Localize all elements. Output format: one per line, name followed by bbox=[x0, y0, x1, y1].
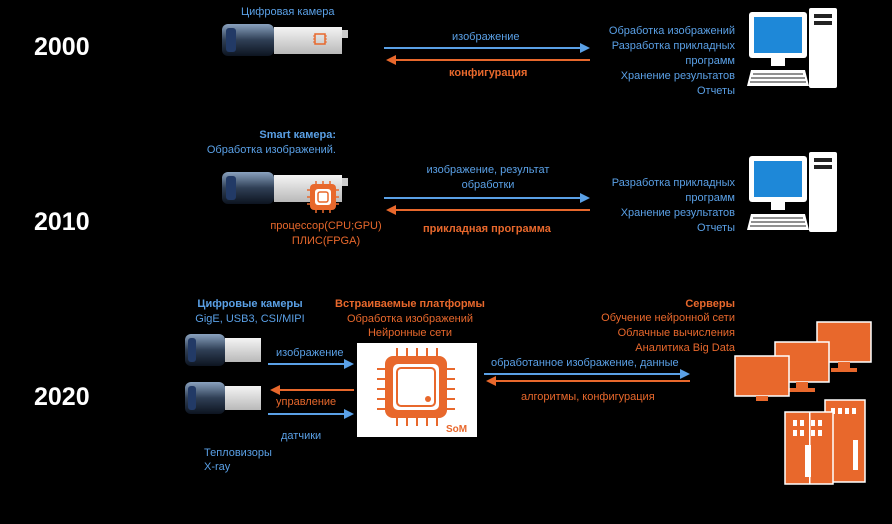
arrow-label-image-2020: изображение bbox=[276, 347, 344, 359]
server-task-line: Облачные вычисления bbox=[617, 327, 735, 339]
arrow-label-control-2020: управление bbox=[276, 396, 337, 408]
chip-line-fpga: ПЛИС(FPGA) bbox=[291, 235, 361, 247]
arrow-label-processed: обработанное изображение, данные bbox=[491, 357, 679, 369]
arrow-label-config-2000: конфигурация bbox=[449, 67, 528, 79]
smart-camera-title: Smart камера: bbox=[259, 129, 336, 141]
cameras-title-2020: Цифровые камеры bbox=[197, 298, 303, 310]
platform-line-image: Обработка изображений bbox=[346, 313, 474, 325]
thermal-label: Тепловизоры bbox=[204, 447, 272, 459]
pc-task-line: Разработка прикладных bbox=[611, 177, 735, 189]
arrow-label-line: изображение, результат bbox=[426, 164, 550, 176]
cameras-sub-2020: GigE, USB3, CSI/MIPI bbox=[195, 313, 305, 325]
arrow-label-app-2010: прикладная программа bbox=[423, 223, 551, 235]
arrows-cam-to-som bbox=[268, 359, 354, 419]
camera-icon-2020-a bbox=[185, 334, 261, 366]
computer-icon-2010 bbox=[747, 152, 837, 232]
chip-label-2010: процессор(CPU;GPU) ПЛИС(FPGA) bbox=[262, 219, 390, 249]
monitors-icon bbox=[734, 321, 872, 401]
pc-tasks-2010: Разработка прикладных программ Хранение … bbox=[612, 176, 735, 236]
server-task-line: Обучение нейронной сети bbox=[601, 312, 735, 324]
pc-task-line: Отчеты bbox=[696, 222, 735, 234]
camera-icon-2020-b bbox=[185, 382, 261, 414]
pc-task-line: Обработка изображений bbox=[608, 25, 735, 37]
servers-title: Серверы bbox=[685, 298, 735, 310]
arrow-label-result-2010: изображение, результат обработки bbox=[400, 163, 576, 193]
arrow-label-algorithms: алгоритмы, конфигурация bbox=[521, 391, 655, 403]
camera-label-2000: Цифровая камера bbox=[241, 6, 335, 18]
servers-tasks: Обучение нейронной сети Облачные вычисле… bbox=[601, 311, 735, 356]
pc-task-line: Хранение результатов bbox=[620, 207, 735, 219]
pc-task-line: программ bbox=[685, 55, 735, 67]
server-task-line: Аналитика Big Data bbox=[635, 342, 735, 354]
computer-icon-2000 bbox=[747, 8, 837, 88]
som-chip-icon bbox=[357, 343, 477, 437]
xray-label: X-ray bbox=[204, 461, 231, 473]
pc-task-line: Разработка прикладных bbox=[611, 40, 735, 52]
arrow-label-image-2000: изображение bbox=[452, 31, 520, 43]
server-racks-icon bbox=[784, 399, 866, 485]
year-2000: 2000 bbox=[34, 33, 90, 61]
pc-task-line: Хранение результатов bbox=[620, 70, 735, 82]
arrows-som-to-server bbox=[484, 369, 690, 386]
arrows-2010 bbox=[384, 193, 590, 215]
pc-task-line: Отчеты bbox=[696, 85, 735, 97]
som-label: SoM bbox=[446, 424, 468, 435]
chip-line-cpu: процессор(CPU;GPU) bbox=[270, 220, 382, 232]
year-2020: 2020 bbox=[34, 383, 90, 411]
platform-line-nn: Нейронные сети bbox=[367, 327, 453, 339]
smart-camera-icon bbox=[222, 172, 348, 213]
sensors-label: датчики bbox=[281, 430, 322, 442]
pc-tasks-2000: Обработка изображений Разработка приклад… bbox=[609, 24, 735, 99]
platform-title: Встраиваемые платформы bbox=[335, 298, 485, 310]
arrows-2000 bbox=[384, 43, 590, 65]
year-2010: 2010 bbox=[34, 208, 90, 236]
smart-camera-subtitle: Обработка изображений. bbox=[206, 144, 336, 156]
arrow-label-line: обработки bbox=[461, 179, 515, 191]
camera-icon-2000 bbox=[222, 24, 348, 56]
pc-task-line: программ bbox=[685, 192, 735, 204]
